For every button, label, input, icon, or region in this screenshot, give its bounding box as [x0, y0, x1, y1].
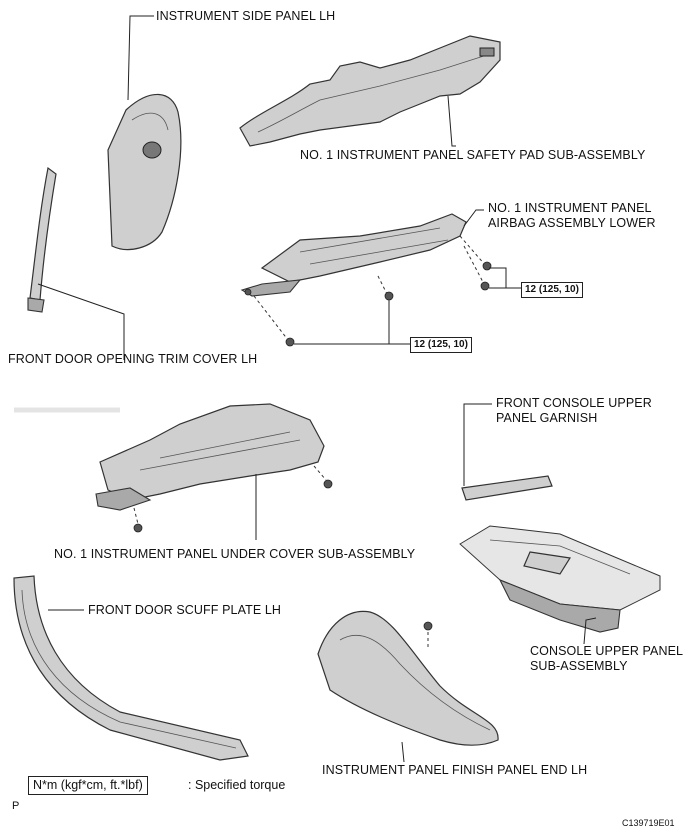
label-instrument-side-panel: INSTRUMENT SIDE PANEL LH: [156, 9, 336, 23]
torque-value-lower: 12 (125, 10): [410, 337, 472, 353]
console-panel-part: [459, 525, 661, 645]
label-scuff-plate: FRONT DOOR SCUFF PLATE LH: [88, 603, 282, 617]
airbag-assembly-part: [240, 209, 522, 347]
corner-letter: P: [12, 800, 20, 812]
label-console-panel-line1: CONSOLE UPPER PANEL: [530, 644, 684, 658]
finish-panel-part: [317, 610, 499, 763]
instrument-side-panel-part: [107, 15, 182, 251]
label-under-cover: NO. 1 INSTRUMENT PANEL UNDER COVER SUB-A…: [54, 547, 416, 561]
safety-pad-part: [239, 35, 501, 147]
label-console-panel-line2: SUB-ASSEMBLY: [530, 659, 628, 673]
console-garnish-part: [461, 403, 553, 501]
scuff-plate-part: [13, 575, 249, 761]
label-console-garnish-line1: FRONT CONSOLE UPPER: [496, 396, 652, 410]
label-front-door-trim: FRONT DOOR OPENING TRIM COVER LH: [8, 352, 258, 366]
torque-value-upper: 12 (125, 10): [521, 282, 583, 298]
torque-legend-text: : Specified torque: [188, 778, 286, 792]
figure-code: C139719E01: [622, 818, 675, 828]
under-cover-part: [95, 403, 333, 540]
label-airbag-line1: NO. 1 INSTRUMENT PANEL: [488, 201, 652, 215]
front-door-trim-part: [27, 166, 125, 360]
label-console-garnish-line2: PANEL GARNISH: [496, 411, 598, 425]
label-airbag-line2: AIRBAG ASSEMBLY LOWER: [488, 216, 656, 230]
label-safety-pad: NO. 1 INSTRUMENT PANEL SAFETY PAD SUB-AS…: [300, 148, 646, 162]
label-finish-panel: INSTRUMENT PANEL FINISH PANEL END LH: [322, 763, 588, 777]
torque-legend-box: N*m (kgf*cm, ft.*lbf): [28, 776, 148, 795]
